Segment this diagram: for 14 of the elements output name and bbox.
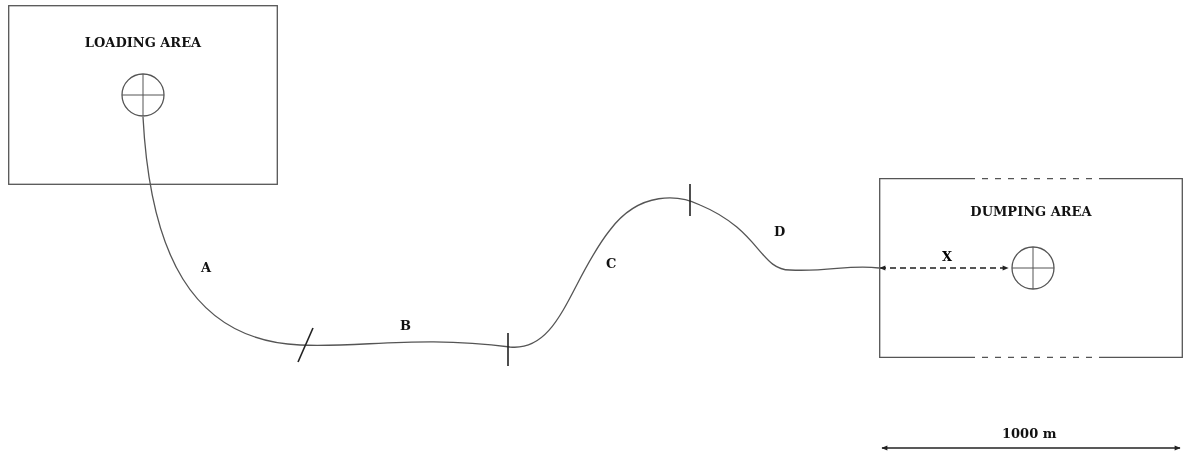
point-symbol [1011, 246, 1055, 290]
distance-arrow [879, 265, 1009, 271]
segment-letter: C [606, 256, 617, 271]
road-line [142, 116, 880, 348]
area-title: LOADING AREA [84, 35, 202, 50]
segment-letter: D [774, 224, 786, 239]
segment-letter: A [201, 260, 212, 275]
edge-label: X [940, 249, 955, 264]
area-box [8, 5, 278, 185]
scale-label: 1000 m [1002, 426, 1057, 441]
point-symbol [121, 73, 165, 117]
area-title: DUMPING AREA [970, 204, 1092, 219]
area-box [879, 178, 1183, 358]
segment-letter: B [400, 318, 411, 333]
